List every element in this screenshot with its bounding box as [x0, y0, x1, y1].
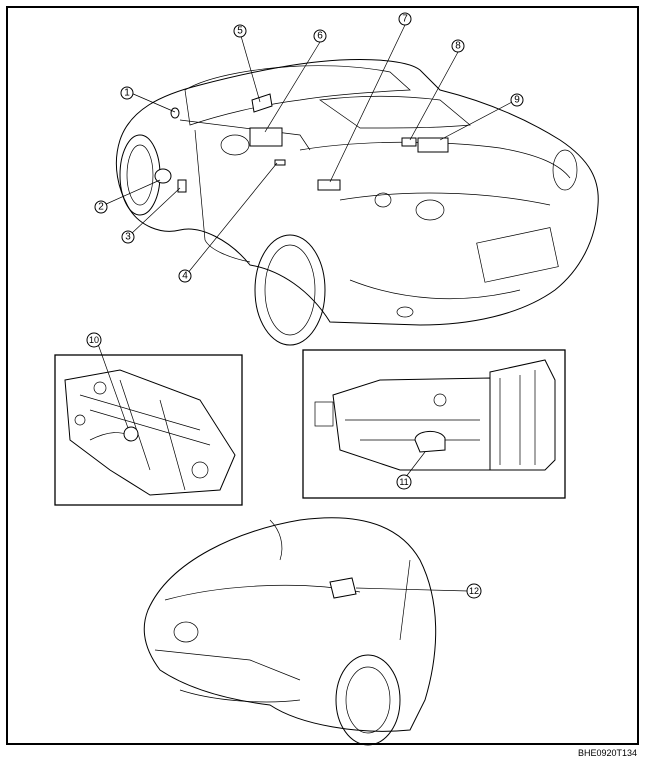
callout-9: 9	[510, 93, 524, 107]
callout-4-label: 4	[182, 271, 188, 282]
component-4	[274, 159, 286, 166]
component-3	[177, 179, 187, 193]
callout-5: 5	[233, 24, 247, 38]
callout-12: 12	[466, 583, 482, 599]
callout-10: 10	[86, 332, 102, 348]
callout-3-label: 3	[125, 232, 131, 243]
callout-2: 2	[94, 200, 108, 214]
callout-5-label: 5	[237, 26, 243, 37]
callout-11-label: 11	[399, 477, 408, 487]
leader-lines-top	[103, 24, 515, 275]
figure-code: BHE0920T134	[577, 748, 637, 758]
callout-6: 6	[313, 29, 327, 43]
component-12	[329, 577, 357, 599]
component-2	[154, 168, 172, 184]
callout-8: 8	[451, 39, 465, 53]
component-8	[401, 137, 417, 147]
callout-8-label: 8	[455, 41, 461, 52]
components-top	[154, 93, 449, 193]
callout-6-label: 6	[317, 31, 323, 42]
manual-transmission-drawing	[64, 369, 236, 496]
callout-11: 11	[396, 474, 412, 490]
callout-10-label: 10	[89, 335, 99, 345]
diagram-frame	[6, 6, 639, 745]
car-front-view	[143, 517, 437, 746]
component-7	[317, 179, 341, 191]
callout-3: 3	[121, 230, 135, 244]
component-1	[170, 107, 180, 119]
callout-1: 1	[120, 86, 134, 100]
callout-4: 4	[178, 269, 192, 283]
car-rear-view	[115, 59, 599, 346]
automatic-transmission-drawing	[314, 359, 556, 471]
callout-9-label: 9	[514, 95, 520, 106]
component-6	[249, 127, 283, 147]
component-9	[417, 137, 449, 153]
callout-12-label: 12	[469, 586, 479, 596]
callout-7-label: 7	[402, 14, 408, 25]
callout-7: 7	[398, 12, 412, 26]
callout-1-label: 1	[124, 88, 130, 99]
component-5	[251, 93, 273, 113]
component-10	[123, 426, 139, 442]
inset-automatic-transmission	[302, 349, 566, 499]
component-11	[414, 431, 446, 453]
callout-2-label: 2	[98, 202, 104, 213]
inset-manual-transmission	[54, 354, 243, 506]
